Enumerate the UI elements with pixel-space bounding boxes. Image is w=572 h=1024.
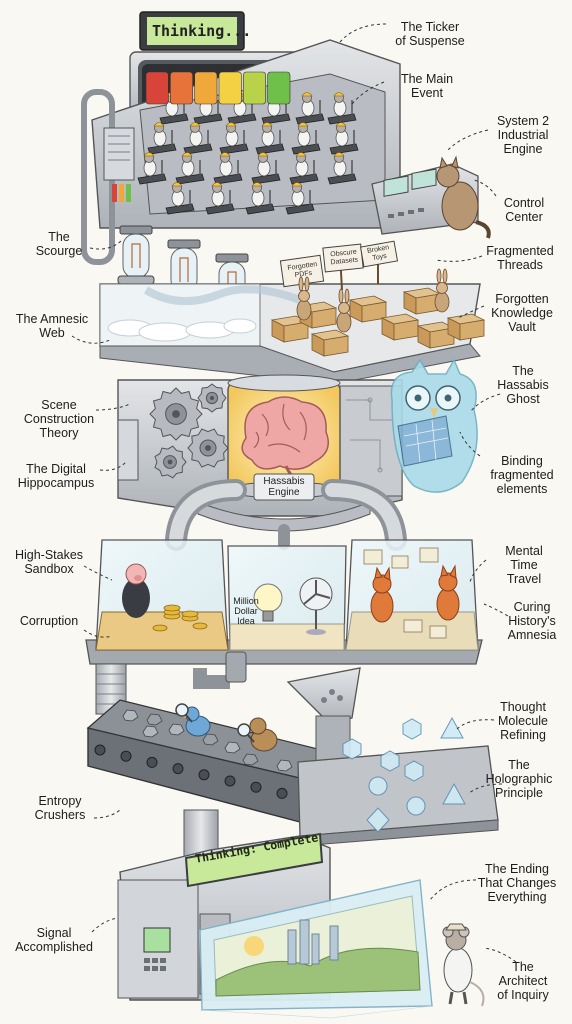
gauge-segment [195,72,217,104]
crystal-sphere [407,797,425,815]
label-hippocampus: The Digital Hippocampus [8,462,104,490]
archive-box [404,288,440,314]
label-architect: The Architect of Inquiry [480,960,566,1002]
roller [173,764,183,774]
idea-cube-label: Million Dollar Idea [230,596,262,626]
roller [147,757,157,767]
roller [95,745,105,755]
roller [277,788,287,798]
gauge-segment [219,72,241,104]
crystal-cube [343,739,361,759]
cube-time-travel [346,540,478,650]
label-amnesic: The Amnesic Web [4,312,100,340]
label-holographic: The Holographic Principle [470,758,568,800]
label-mental: Mental Time Travel [486,544,562,586]
label-main-event: The Main Event [390,72,464,100]
ticker-display-text: Thinking... [152,19,236,43]
label-corruption: Corruption [6,614,92,628]
label-ticker: The Ticker of Suspense [380,20,480,48]
label-scourge: The Scourge [26,230,92,258]
archive-box [350,296,386,322]
label-ending: The Ending That Changes Everything [466,862,568,904]
crystal-cube [405,761,423,781]
gear-icon [198,384,226,412]
label-binding: Binding fragmented elements [476,454,568,496]
gauge-segment [170,72,192,104]
gauge-segment [268,72,290,104]
mouse-architect [443,924,484,1006]
label-control-center: Control Center [486,196,562,224]
pig-businessman [122,564,150,618]
gauge-segment [146,72,168,104]
crystal-cube [403,719,421,739]
label-entropy: Entropy Crushers [20,794,100,822]
roller [121,751,131,761]
crystal-sphere [369,777,387,795]
crystal-cube [381,751,399,771]
roller [199,770,209,780]
label-system2: System 2 Industrial Engine [482,114,564,156]
label-vault: Forgotten Knowledge Vault [476,292,568,334]
label-amnesia: Curing History's Amnesia [496,600,568,642]
label-signal: Signal Accomplished [4,926,104,954]
roller [251,782,261,792]
core-engine-label: Hassabis Engine [254,476,314,498]
rabbit-archivist [435,269,449,312]
archive-box [312,330,348,356]
label-molecule: Thought Molecule Refining [480,700,566,742]
label-sandbox: High-Stakes Sandbox [6,548,92,576]
gauge-segment [243,72,265,104]
label-ghost: The Hassabis Ghost [480,364,566,406]
ghost-owl [391,360,477,492]
roller [225,776,235,786]
vacuum-tube [118,226,154,284]
crystal-pyramid [441,718,463,738]
cube-corruption [96,540,228,650]
label-fragmented: Fragmented Threads [472,244,568,272]
label-scene: Scene Construction Theory [14,398,104,440]
archive-box [382,314,418,340]
